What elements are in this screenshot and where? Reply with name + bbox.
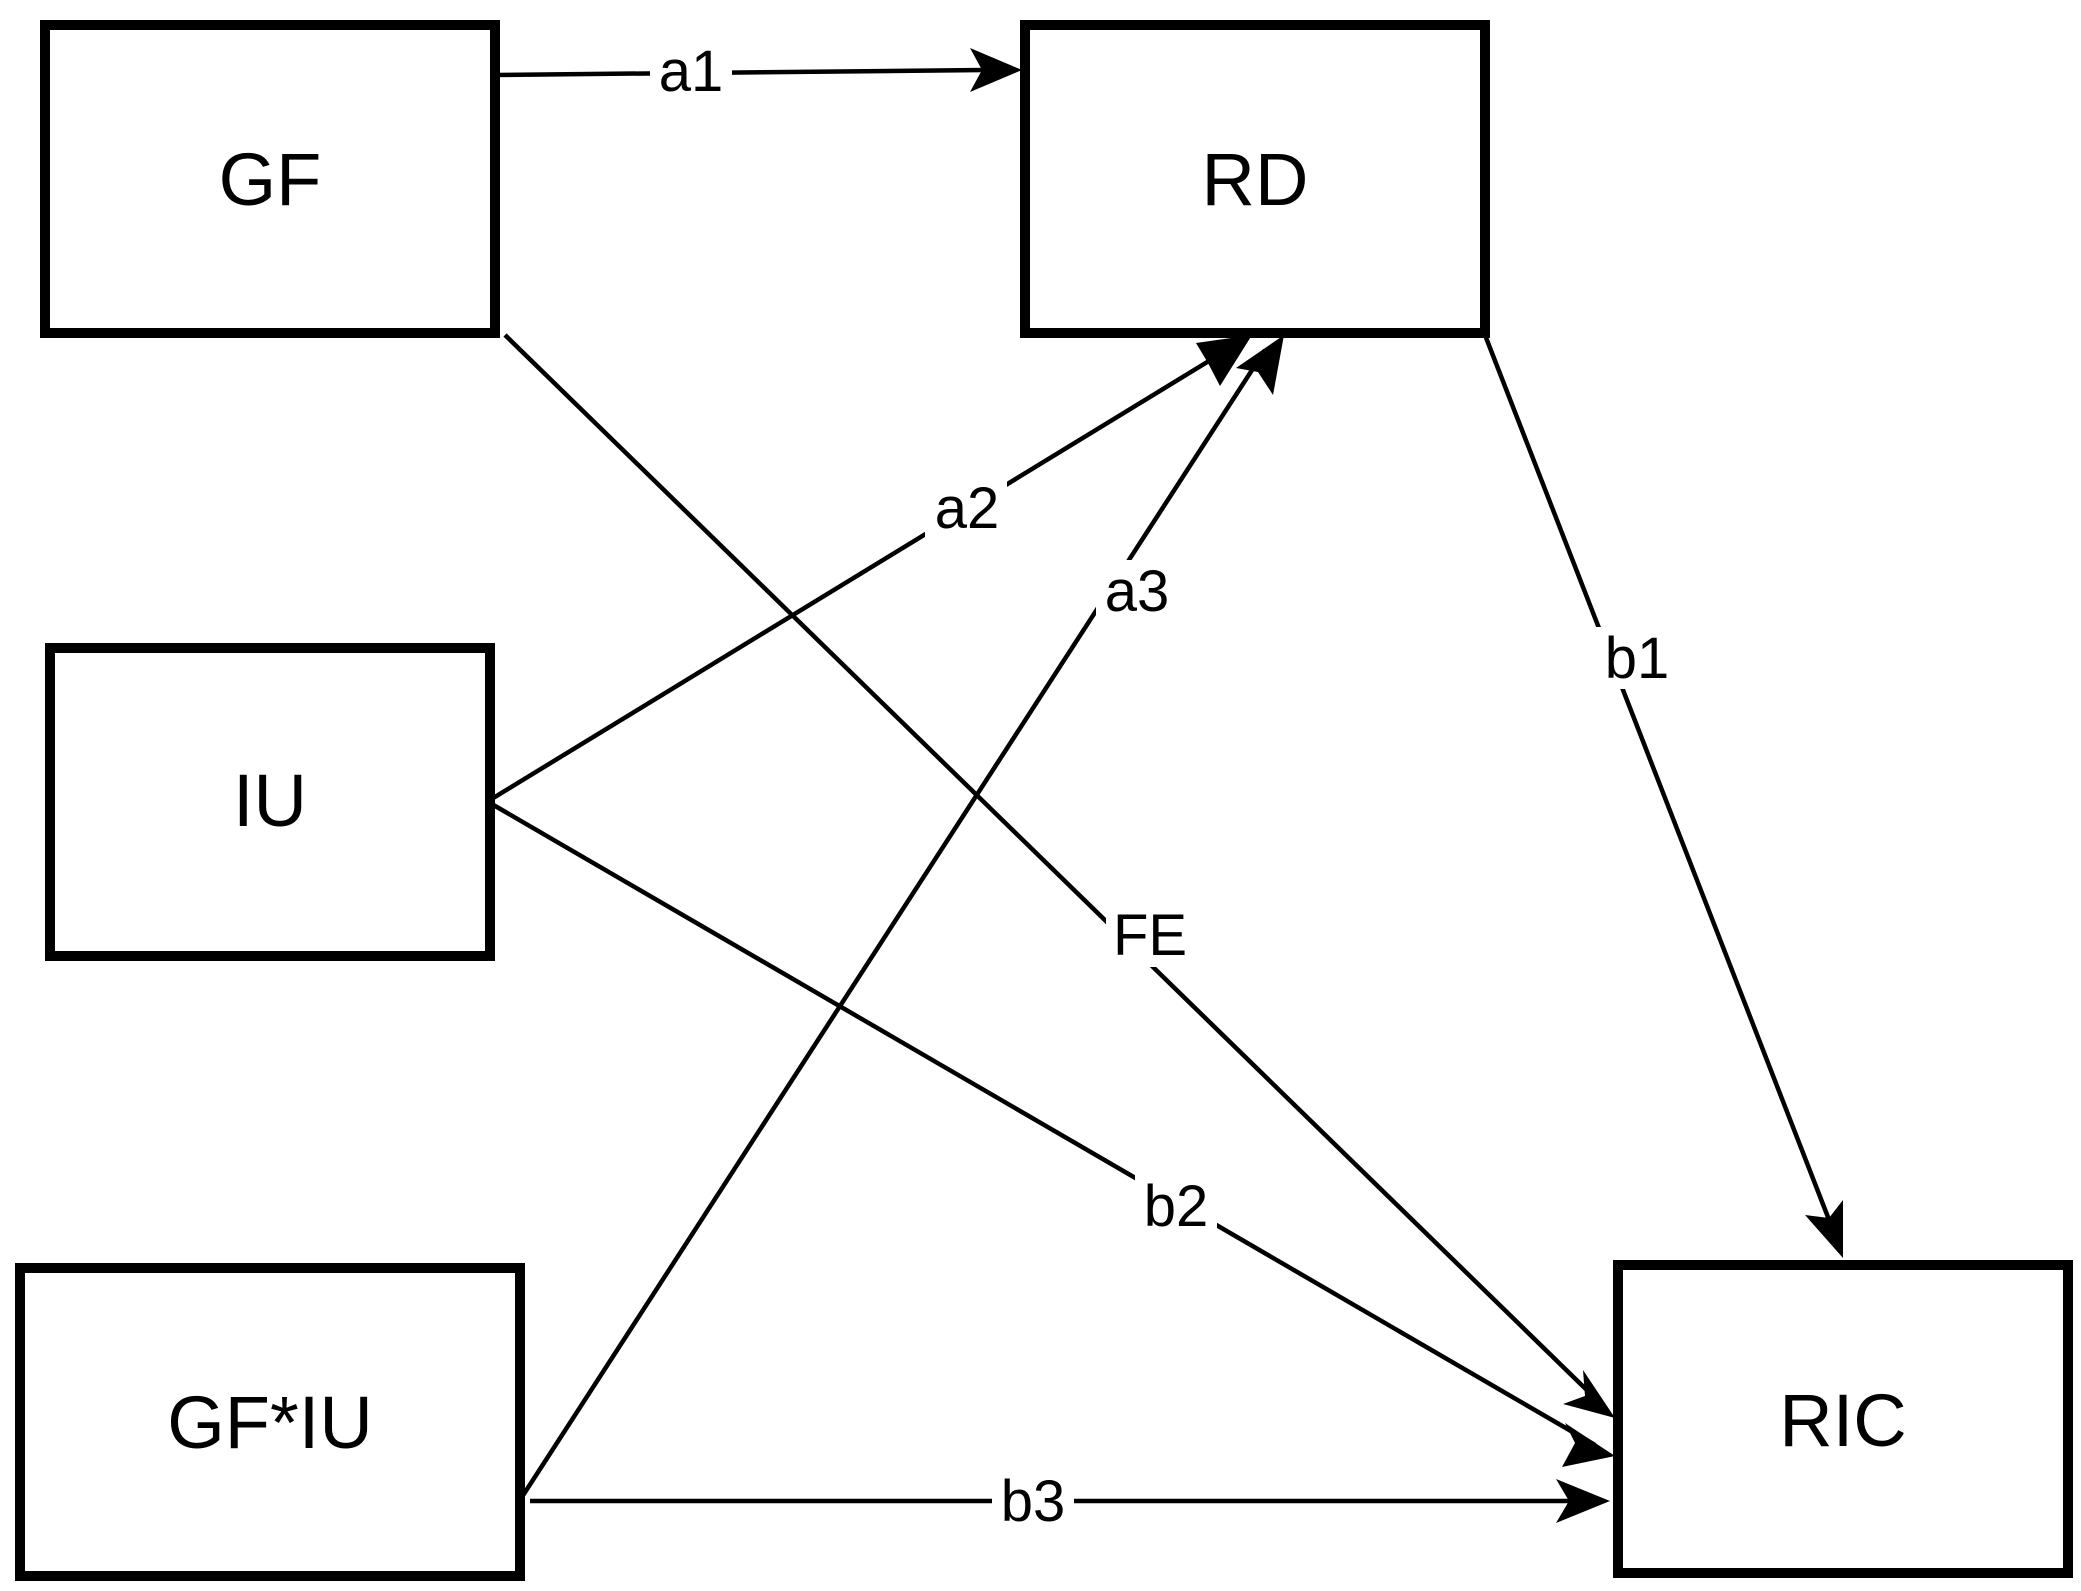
edge-labels: a1 a2 a3 b1 b2 b3 FE [650, 39, 1678, 1534]
arrowhead-a2-icon [1196, 335, 1252, 386]
node-gf: GF [40, 20, 500, 338]
node-iu-label: IU [233, 759, 307, 842]
edge-b1-line [1482, 334, 1836, 1231]
arrowhead-b3-icon [1556, 1479, 1610, 1523]
edge-label-b2: b2 [1144, 1174, 1209, 1239]
arrowhead-b1-icon [1805, 1200, 1843, 1258]
edge-label-a1: a1 [659, 39, 724, 104]
edge-label-a3: a3 [1105, 559, 1170, 624]
edge-a3-line [518, 348, 1267, 1502]
edge-label-b1: b1 [1605, 626, 1670, 691]
edge-a1-line [493, 67, 986, 78]
arrowhead-a3-icon [1236, 335, 1284, 395]
edge-label-b3: b3 [1001, 1469, 1066, 1534]
arrowhead-b2-icon [1562, 1423, 1615, 1467]
edge-b2-line [488, 801, 1597, 1447]
node-iu: IU [45, 643, 495, 961]
node-gfiu-label: GF*IU [167, 1381, 373, 1464]
node-rd-label: RD [1202, 138, 1309, 221]
node-rd: RD [1020, 20, 1490, 338]
arrowhead-a1-icon [970, 48, 1022, 92]
node-gfiu: GF*IU [15, 1263, 525, 1581]
edge-fe-line [503, 333, 1599, 1402]
edge-label-fe: FE [1113, 903, 1187, 968]
edge-label-a2: a2 [935, 476, 1000, 541]
node-gf-label: GF [219, 138, 322, 221]
arrowheads [970, 48, 1843, 1523]
edge-a2-line [488, 340, 1242, 802]
node-ric-label: RIC [1779, 1379, 1906, 1462]
arrowhead-fe-icon [1563, 1370, 1615, 1418]
node-ric: RIC [1613, 1260, 2073, 1578]
